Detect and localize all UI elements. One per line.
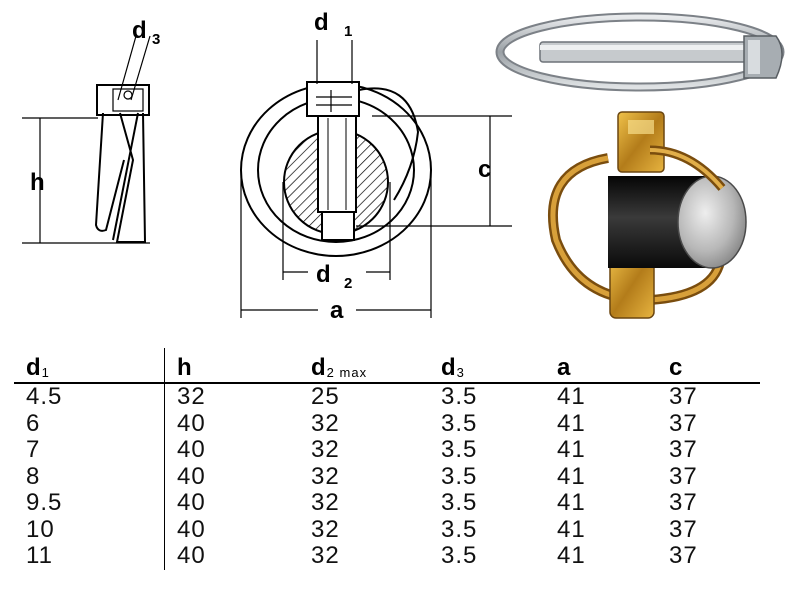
dimensions-table: d1 h d2 max d3 a c 4.5 32 25 3.5 41 37 6… — [14, 348, 760, 570]
cell-d1: 10 — [26, 515, 55, 543]
table-row: 7 40 32 3.5 41 37 — [14, 437, 760, 464]
cell-a: 41 — [557, 436, 586, 464]
cell-h: 40 — [164, 463, 299, 490]
table-row: 6 40 32 3.5 41 37 — [14, 409, 760, 437]
cell-a: 41 — [557, 383, 586, 411]
cell-h: 40 — [164, 437, 299, 464]
table-row: 8 40 32 3.5 41 37 — [14, 462, 760, 490]
cell-c: 37 — [669, 436, 698, 464]
cell-c: 37 — [669, 409, 698, 437]
product-photo-ring — [495, 12, 785, 92]
cell-d1: 8 — [26, 462, 41, 490]
cell-h: 40 — [164, 516, 299, 543]
cell-h: 32 — [164, 383, 299, 411]
svg-text:1: 1 — [344, 23, 352, 40]
cell-d1: 7 — [26, 436, 41, 464]
cell-h: 40 — [164, 410, 299, 437]
svg-text:d: d — [316, 261, 331, 288]
header-c: c — [657, 348, 760, 384]
cell-d2: 32 — [311, 515, 340, 543]
table-row: 4.5 32 25 3.5 41 37 — [14, 383, 760, 411]
header-h: h — [164, 348, 299, 384]
cell-c: 37 — [669, 383, 698, 411]
cell-d3: 3.5 — [441, 436, 478, 464]
cell-d3: 3.5 — [441, 383, 478, 411]
table-row: 11 40 32 3.5 41 37 — [14, 543, 760, 570]
cell-a: 41 — [557, 515, 586, 543]
cell-c: 37 — [669, 489, 698, 517]
cell-d3: 3.5 — [441, 542, 478, 570]
cell-d1: 6 — [26, 409, 41, 437]
cell-a: 41 — [557, 409, 586, 437]
cell-d3: 3.5 — [441, 409, 478, 437]
svg-text:3: 3 — [152, 31, 160, 48]
cell-d1: 11 — [26, 542, 53, 570]
svg-text:d: d — [132, 17, 147, 44]
cell-c: 37 — [669, 462, 698, 490]
label-a: a — [330, 297, 344, 324]
cell-d1: 4.5 — [26, 383, 63, 411]
cell-h: 40 — [164, 543, 299, 570]
label-d2: d 2 — [316, 261, 352, 292]
label-d3: d 3 — [132, 17, 160, 48]
cell-d1: 9.5 — [26, 489, 63, 517]
label-h: h — [30, 169, 45, 196]
table-row: 9.5 40 32 3.5 41 37 — [14, 490, 760, 517]
front-view-drawing — [240, 40, 512, 318]
header-d1: d1 — [14, 348, 165, 384]
cell-d2: 25 — [311, 383, 340, 411]
side-view-drawing — [22, 35, 151, 244]
cell-h: 40 — [164, 490, 299, 517]
cell-d2: 32 — [311, 489, 340, 517]
label-d1: d 1 — [314, 9, 352, 40]
cell-d3: 3.5 — [441, 515, 478, 543]
cell-d2: 32 — [311, 436, 340, 464]
cell-d3: 3.5 — [441, 489, 478, 517]
header-d3: d3 — [429, 348, 545, 384]
cell-d2: 32 — [311, 409, 340, 437]
svg-text:d: d — [314, 9, 329, 36]
cell-a: 41 — [557, 542, 586, 570]
technical-drawing: h d 3 d 1 — [22, 9, 785, 324]
label-c: c — [478, 156, 491, 183]
header-d2-max: d2 max — [299, 348, 429, 384]
cell-a: 41 — [557, 489, 586, 517]
header-a: a — [545, 348, 657, 384]
product-photo-pin — [548, 111, 747, 319]
cell-c: 37 — [669, 515, 698, 543]
cell-d2: 32 — [311, 462, 340, 490]
table-row: 10 40 32 3.5 41 37 — [14, 515, 760, 543]
cell-d3: 3.5 — [441, 462, 478, 490]
cell-c: 37 — [669, 542, 698, 570]
cell-a: 41 — [557, 462, 586, 490]
svg-text:2: 2 — [344, 275, 352, 292]
table-header-row: d1 h d2 max d3 a c — [14, 348, 760, 384]
cell-d2: 32 — [311, 542, 340, 570]
